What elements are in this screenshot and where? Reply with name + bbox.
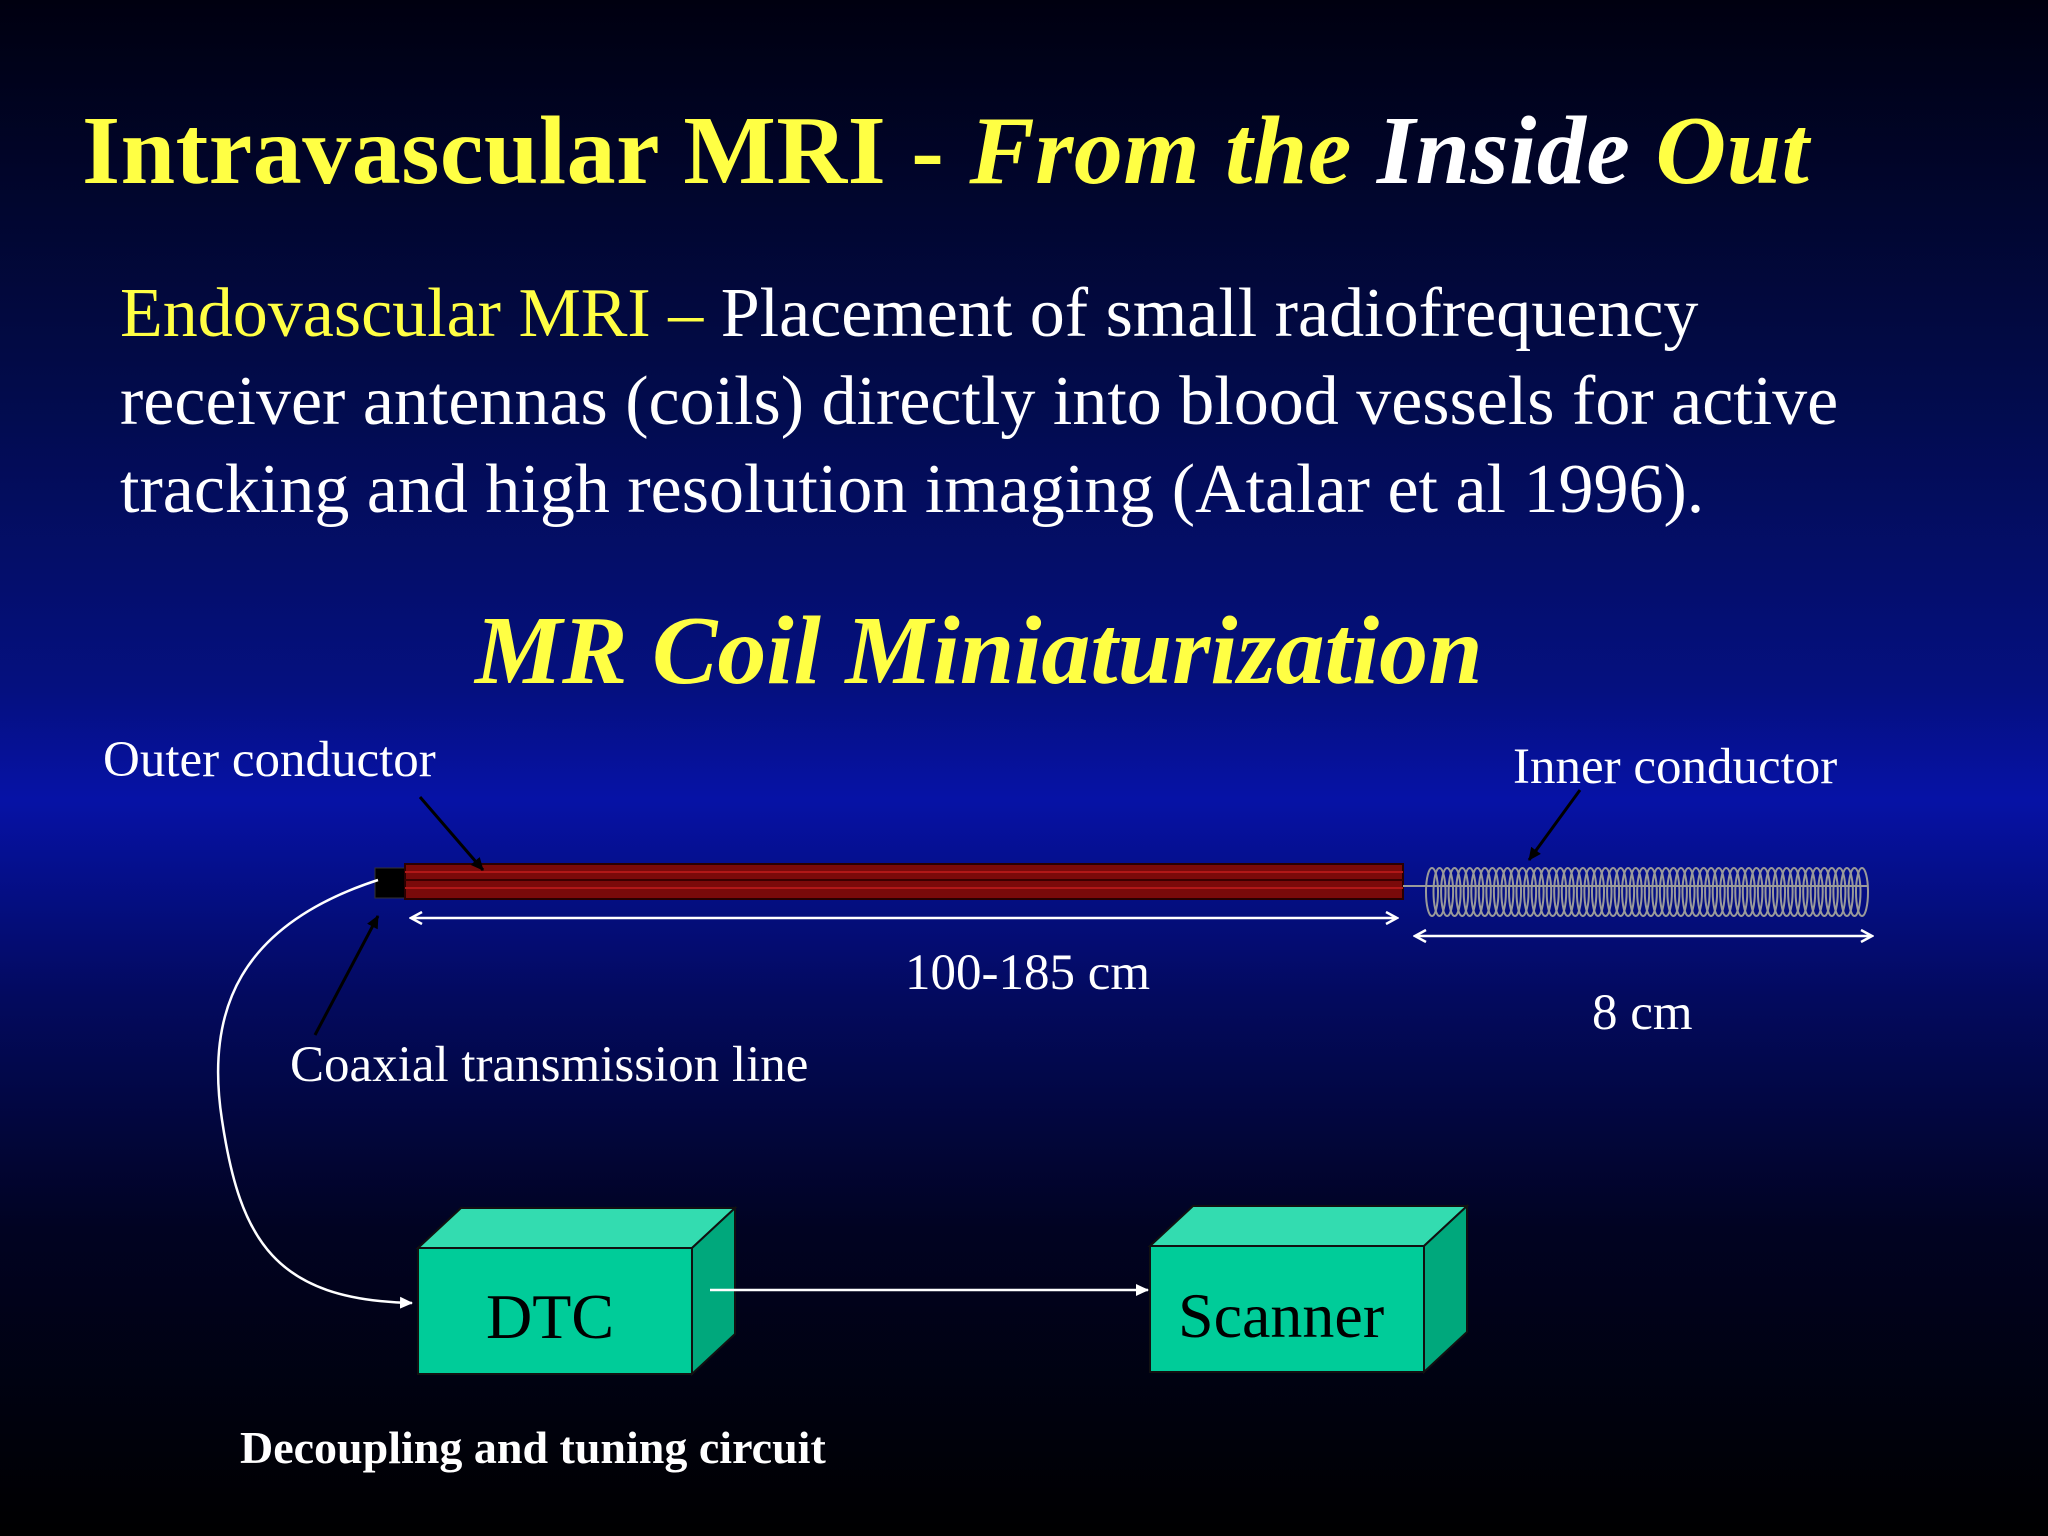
coil-loop xyxy=(1470,867,1485,917)
coil-loop xyxy=(1711,867,1726,917)
coil-loop xyxy=(1756,867,1771,917)
coax-pointer xyxy=(313,915,380,1036)
coax-line-label: Coaxial transmission line xyxy=(290,1037,809,1093)
title-part2: From the xyxy=(969,97,1377,205)
dtc-caption: Decoupling and tuning circuit xyxy=(240,1422,826,1473)
title-part1: Intravascular MRI - xyxy=(82,97,970,205)
coil-loop xyxy=(1553,867,1568,917)
coil-loop xyxy=(1568,867,1583,917)
coil-loop xyxy=(1772,867,1786,917)
coil-loop xyxy=(1591,867,1605,917)
dtc-box-label: DTC xyxy=(486,1281,614,1352)
coil-helix xyxy=(1403,867,1869,917)
coil-length-label: 8 cm xyxy=(1592,985,1693,1041)
description-line1: Endovascular MRI – Placement of small ra… xyxy=(120,270,1838,358)
coil-loop xyxy=(1425,867,1439,917)
description-line1-rest: Placement of small radiofrequency xyxy=(720,275,1699,352)
outer-conductor-pointer xyxy=(418,796,485,871)
coil-loop xyxy=(1658,867,1673,917)
coil-loop xyxy=(1839,867,1854,917)
coaxial-cable xyxy=(404,863,1404,900)
coil-loop xyxy=(1779,867,1794,917)
coil-loop xyxy=(1704,867,1719,917)
coil-loop xyxy=(1673,867,1688,917)
coil-loop xyxy=(1560,867,1575,917)
scanner-box-label: Scanner xyxy=(1178,1280,1385,1351)
coil-loop xyxy=(1855,867,1869,917)
description-line3: tracking and high resolution imaging (At… xyxy=(120,451,1705,528)
coil-loop xyxy=(1787,867,1802,917)
coil-loop xyxy=(1847,867,1862,917)
coil-loop xyxy=(1726,867,1741,917)
coil-loop xyxy=(1696,867,1711,917)
coil-loop xyxy=(1643,867,1658,917)
coil-loop xyxy=(1583,867,1598,917)
coil-loop xyxy=(1681,867,1696,917)
coil-loop xyxy=(1666,867,1681,917)
coil-loop xyxy=(1485,867,1500,917)
coil-loop xyxy=(1447,867,1462,917)
coil-loop xyxy=(1606,867,1621,917)
coil-loop xyxy=(1508,867,1522,917)
coil-loop xyxy=(1719,867,1734,917)
coil-loop xyxy=(1764,867,1779,917)
scanner-box xyxy=(1147,1203,1470,1375)
coil-loop xyxy=(1794,867,1809,917)
coil-loop xyxy=(1613,867,1628,917)
coil-loop xyxy=(1802,867,1817,917)
coil-loop xyxy=(1455,867,1470,917)
coil-loop xyxy=(1515,867,1530,917)
coil-loop xyxy=(1628,867,1643,917)
coil-loop xyxy=(1523,867,1538,917)
title-part4: Out xyxy=(1630,97,1810,205)
coil-loop xyxy=(1651,867,1666,917)
coil-loop xyxy=(1741,867,1756,917)
outer-conductor-label: Outer conductor xyxy=(103,732,436,788)
coil-loop xyxy=(1734,867,1749,917)
coil-loop xyxy=(1545,867,1560,917)
coil-loop xyxy=(1492,867,1507,917)
coil-loop xyxy=(1689,867,1703,917)
coil-loop xyxy=(1817,867,1832,917)
coil-loop xyxy=(1500,867,1515,917)
description: Endovascular MRI – Placement of small ra… xyxy=(120,270,1838,534)
coil-loop xyxy=(1575,867,1590,917)
description-term: Endovascular MRI – xyxy=(120,275,721,352)
coil-loop xyxy=(1530,867,1545,917)
coil-loop xyxy=(1636,867,1651,917)
dtc-box xyxy=(415,1205,738,1377)
coil-loop xyxy=(1432,867,1447,917)
connector-plug xyxy=(374,867,406,899)
title-part3: Inside xyxy=(1376,97,1631,205)
cable-length-label: 100-185 cm xyxy=(905,945,1151,1001)
coil-loop xyxy=(1462,867,1477,917)
coil-loop xyxy=(1621,867,1636,917)
coil-loop xyxy=(1824,867,1839,917)
plug-to-dtc-connection xyxy=(216,878,413,1309)
description-line2: receiver antennas (coils) directly into … xyxy=(120,363,1839,440)
coil-loop xyxy=(1832,867,1847,917)
inner-conductor-pointer xyxy=(1527,789,1582,861)
coil-loop xyxy=(1598,867,1613,917)
coil-loop xyxy=(1440,867,1455,917)
inner-conductor-label: Inner conductor xyxy=(1513,739,1838,795)
coil-loop xyxy=(1538,867,1553,917)
slide-title: Intravascular MRI - From the Inside Out xyxy=(82,97,1810,206)
section-subtitle: MR Coil Miniaturization xyxy=(475,597,1483,705)
coil-loop xyxy=(1809,867,1824,917)
coil-loop xyxy=(1477,867,1492,917)
coil-loop xyxy=(1749,867,1764,917)
